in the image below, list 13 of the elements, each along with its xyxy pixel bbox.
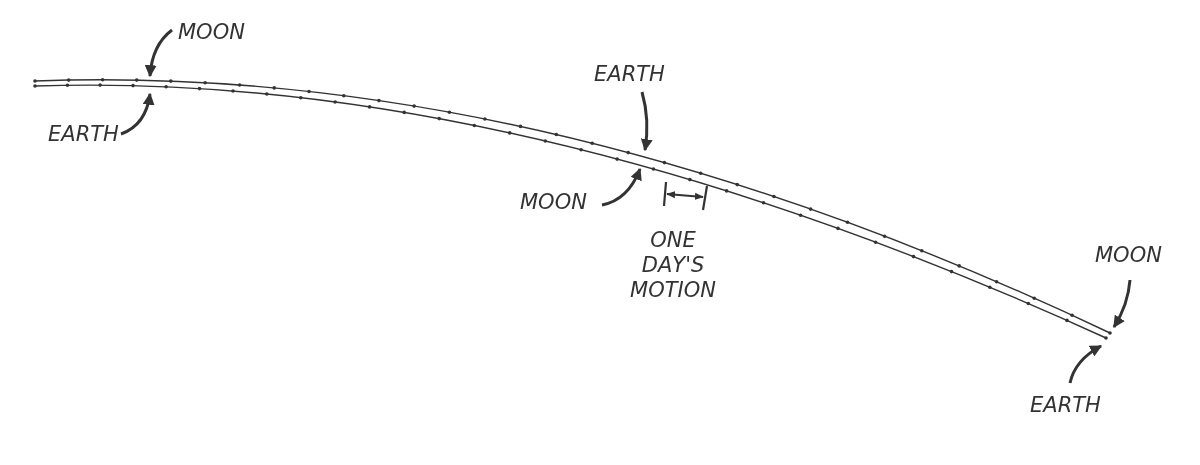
leader-arrow bbox=[640, 91, 653, 152]
note-text: ONE DAY'S MOTION bbox=[629, 228, 717, 303]
text-label: MOON bbox=[178, 20, 245, 45]
text-label: EARTH bbox=[1030, 393, 1101, 418]
leader-arrow bbox=[120, 92, 155, 136]
text-label: EARTH bbox=[48, 122, 119, 147]
leader-arrow bbox=[601, 167, 642, 207]
leader-arrow bbox=[1068, 344, 1103, 384]
leader-arrow bbox=[145, 28, 173, 78]
text-label: EARTH bbox=[594, 62, 665, 87]
text-label: MOON bbox=[520, 190, 587, 215]
leader-arrow bbox=[1112, 279, 1132, 328]
text-label: MOON bbox=[1095, 243, 1162, 268]
